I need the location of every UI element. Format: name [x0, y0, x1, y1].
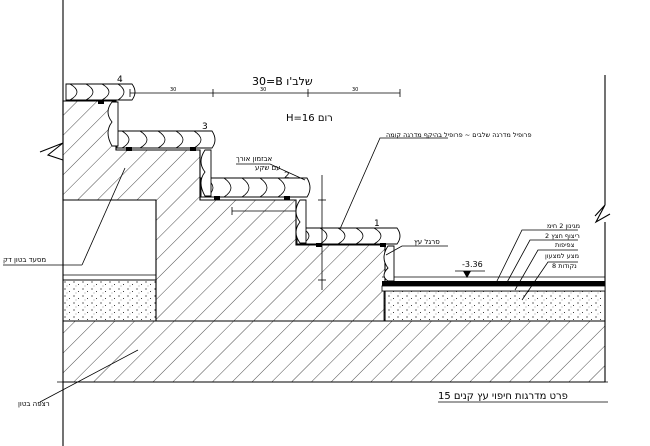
dim-tread-3: 30 — [352, 87, 358, 93]
drawing-title: פרט מדרגות חיפוי עץ קנים 15 — [438, 391, 568, 402]
leader-lines — [3, 137, 578, 403]
step-number-3: 3 — [202, 122, 208, 132]
step-number-1: 1 — [374, 219, 380, 229]
dimension-lines — [129, 89, 401, 290]
anchor-sub-label: עם שקע — [255, 164, 281, 172]
layer-label-4: מצע למצעון — [545, 252, 579, 260]
concrete-base-slab — [62, 320, 606, 383]
layer-label-5: 8 נקודות — [552, 262, 577, 270]
layer-label-3: צפיפות — [555, 241, 575, 249]
finish-floor — [381, 276, 606, 292]
tread-width-label: 30=B שלב'ו — [252, 75, 313, 88]
riser-height-label: H=16 רום — [286, 113, 333, 124]
anchor-label: אבזמון אורך — [236, 155, 273, 163]
concrete-base-label: רצפה בטון — [18, 400, 50, 408]
stair-concrete-body — [62, 100, 386, 322]
dim-tread-2: 30 — [260, 87, 266, 93]
concrete-wall-label: מסעד בטון דק — [3, 256, 46, 264]
layer-label-1: מגינון 2 חימ — [547, 222, 580, 230]
labels: 30=B שלב'ו 30 30 30 H=16 רום 4 3 2 1 פרו… — [3, 75, 608, 408]
dim-tread-1: 30 — [170, 87, 176, 93]
wood-finish-label: סרגל עץ — [414, 238, 440, 246]
layer-label-2: ריצוף חצץ 2 — [545, 232, 580, 240]
wood-treads — [65, 83, 401, 282]
level-marker — [455, 270, 485, 278]
wood-profile-label: פרופיל מדרגה שלבים ~ פרופיל בהיקף מדרגה … — [386, 131, 532, 139]
step-number-2: 2 — [284, 171, 290, 181]
level-label: -3.36 — [462, 260, 483, 269]
step-number-4: 4 — [117, 75, 123, 85]
